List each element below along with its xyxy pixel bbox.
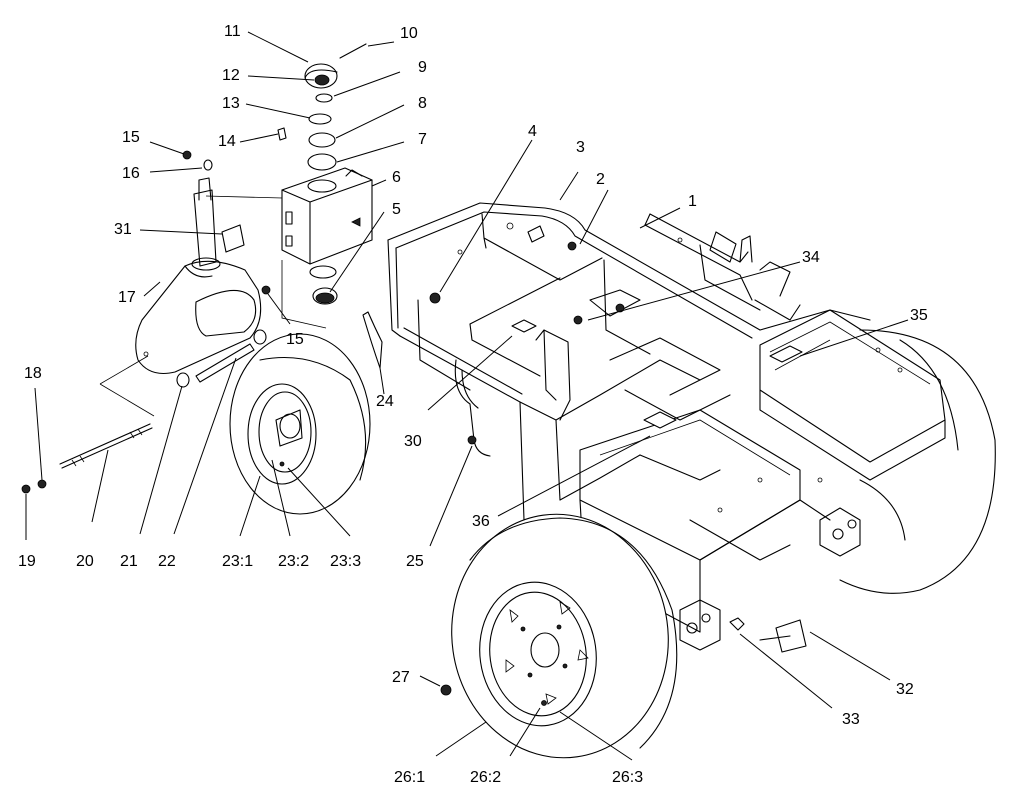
callout-22: 22 — [158, 553, 176, 570]
callout-17: 17 — [118, 289, 136, 306]
grease-fitting — [277, 127, 287, 141]
hitch-pin — [775, 619, 807, 653]
callout-10: 10 — [400, 25, 418, 42]
callout-labels: 1 2 3 4 5 6 7 8 9 10 11 12 13 14 15 16 3… — [18, 23, 928, 786]
spacer-tube — [195, 343, 255, 383]
callout-15a: 15 — [122, 129, 140, 146]
caster-fork — [135, 177, 262, 375]
callout-14: 14 — [218, 133, 236, 150]
front-wheel-assembly — [451, 513, 678, 759]
rear-wheel-right — [839, 329, 996, 594]
front-hardware — [429, 225, 807, 696]
callout-36: 36 — [472, 513, 490, 530]
callout-23-1: 23:1 — [222, 553, 253, 570]
shim-plate — [221, 224, 245, 253]
callout-35: 35 — [910, 307, 928, 324]
cotter-pin — [339, 43, 367, 59]
callout-12: 12 — [222, 67, 240, 84]
callout-7: 7 — [418, 131, 427, 148]
bearing-cup — [307, 153, 337, 171]
callout-5: 5 — [392, 201, 401, 218]
callout-13: 13 — [222, 95, 240, 112]
callout-15b: 15 — [286, 331, 304, 348]
callout-6: 6 — [392, 169, 401, 186]
castle-nut — [314, 74, 330, 86]
callout-33: 33 — [842, 711, 860, 728]
callout-23-2: 23:2 — [278, 553, 309, 570]
callout-16: 16 — [122, 165, 140, 182]
callout-26-1: 26:1 — [394, 769, 425, 786]
callout-18: 18 — [24, 365, 42, 382]
callout-24: 24 — [376, 393, 394, 410]
callout-32: 32 — [896, 681, 914, 698]
callout-23-3: 23:3 — [330, 553, 361, 570]
caster-mount-bracket — [281, 167, 373, 265]
callout-21: 21 — [120, 553, 138, 570]
callout-9: 9 — [418, 59, 427, 76]
callout-31: 31 — [114, 221, 132, 238]
callout-26-3: 26:3 — [612, 769, 643, 786]
bearing-stack — [277, 43, 367, 305]
callout-34: 34 — [802, 249, 820, 266]
callout-27: 27 — [392, 669, 410, 686]
leader-lines — [25, 31, 909, 761]
callout-8: 8 — [418, 95, 427, 112]
cone-bearing — [308, 132, 336, 148]
callout-26-2: 26:2 — [470, 769, 501, 786]
callout-3: 3 — [576, 139, 585, 156]
hairpin-clip — [729, 617, 745, 631]
caster-wheel-assembly — [229, 333, 371, 515]
callout-20: 20 — [76, 553, 94, 570]
callout-2: 2 — [596, 171, 605, 188]
callout-1: 1 — [688, 193, 697, 210]
callout-25: 25 — [406, 553, 424, 570]
callout-19: 19 — [18, 553, 36, 570]
callout-11: 11 — [224, 23, 241, 40]
washer — [308, 113, 332, 125]
callout-30: 30 — [404, 433, 422, 450]
callout-4: 4 — [528, 123, 537, 140]
